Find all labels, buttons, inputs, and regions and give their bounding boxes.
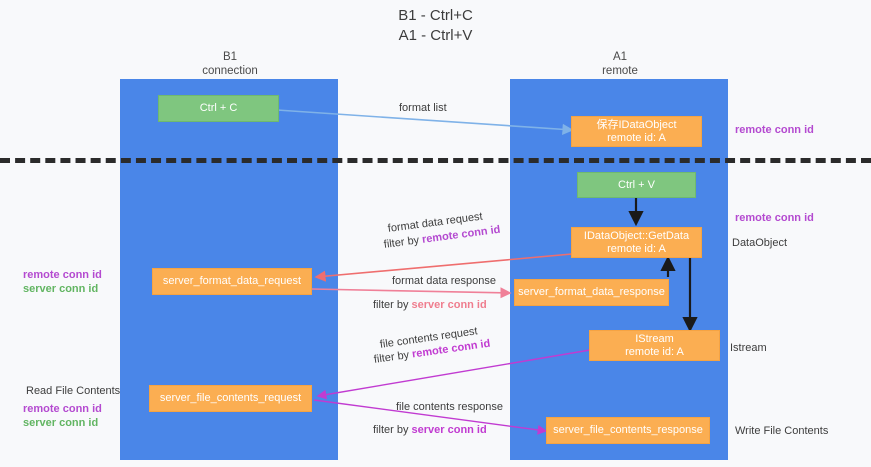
node-ctrl-c-label: Ctrl + C	[199, 102, 238, 114]
node-save-idataobject[interactable]: 保存IDataObject remote id: A	[571, 116, 702, 147]
filter-by-text-2: filter by	[373, 299, 412, 311]
edge-label-file-contents-response: file contents response	[396, 401, 504, 413]
column-b1-role: connection	[202, 65, 258, 77]
filter-by-text-3: filter by	[373, 348, 413, 366]
node-save-idataobject-line1: 保存IDataObject	[596, 118, 677, 131]
node-ctrl-v[interactable]: Ctrl + V	[577, 172, 696, 198]
side-label-server-conn-id-b: server conn id	[23, 417, 99, 429]
node-ctrl-c[interactable]: Ctrl + C	[158, 95, 279, 122]
node-getdata-line2: remote id: A	[607, 242, 666, 255]
page-title: B1 - Ctrl+C A1 - Ctrl+V	[0, 6, 871, 46]
column-a1-name: A1	[612, 51, 628, 63]
node-istream[interactable]: IStream remote id: A	[589, 330, 720, 361]
side-label-remote-conn-id-mid: remote conn id	[735, 212, 814, 224]
column-header-b1: B1 connection	[140, 50, 320, 78]
server-conn-id-text-1: server conn id	[411, 299, 487, 311]
section-divider	[0, 158, 871, 163]
node-server-file-contents-response[interactable]: server_file_contents_response	[546, 417, 710, 444]
side-label-dataobject: DataObject	[732, 237, 788, 249]
column-a1-role: remote	[602, 65, 638, 77]
side-label-remote-conn-id-a: remote conn id	[23, 269, 102, 281]
side-label-remote-conn-id-b: remote conn id	[23, 403, 102, 415]
column-b1-name: B1	[222, 51, 238, 63]
node-istream-line1: IStream	[635, 332, 674, 345]
node-ctrl-v-label: Ctrl + V	[618, 178, 655, 191]
edge-format-data-response	[311, 287, 512, 299]
node-server-format-data-response-label: server_format_data_response	[518, 286, 665, 298]
filter-by-text-1: filter by	[383, 233, 423, 251]
side-label-remote-conn-id-top: remote conn id	[735, 124, 814, 136]
edge-label-format-data-response-filter: filter by server conn id	[373, 298, 487, 312]
edge-label-format-list: format list	[399, 102, 447, 114]
edge-label-file-contents-response-filter: filter by server conn id	[373, 423, 487, 437]
node-idataobject-getdata[interactable]: IDataObject::GetData remote id: A	[571, 227, 702, 258]
filter-by-text-4: filter by	[373, 424, 412, 436]
title-line-2: A1 - Ctrl+V	[398, 27, 473, 44]
column-header-a1: A1 remote	[530, 50, 710, 78]
node-server-format-data-request-label: server_format_data_request	[162, 275, 302, 287]
side-label-write-file-contents: Write File Contents	[735, 425, 829, 437]
side-label-read-file-contents: Read File Contents	[26, 385, 121, 397]
node-server-file-contents-request[interactable]: server_file_contents_request	[149, 385, 312, 412]
node-istream-line2: remote id: A	[625, 345, 684, 358]
node-server-file-contents-response-label: server_file_contents_response	[553, 424, 703, 436]
server-conn-id-text-2: server conn id	[411, 424, 487, 436]
title-line-1: B1 - Ctrl+C	[398, 7, 473, 24]
node-server-format-data-request[interactable]: server_format_data_request	[152, 268, 312, 295]
node-getdata-line1: IDataObject::GetData	[583, 229, 690, 242]
edge-label-format-data-response: format data response	[392, 275, 496, 287]
side-label-istream: Istream	[730, 342, 767, 354]
side-label-server-conn-id-a: server conn id	[23, 283, 99, 295]
node-save-idataobject-line2: remote id: A	[607, 131, 666, 144]
node-server-file-contents-request-label: server_file_contents_request	[159, 392, 302, 404]
node-server-format-data-response[interactable]: server_format_data_response	[514, 279, 669, 306]
